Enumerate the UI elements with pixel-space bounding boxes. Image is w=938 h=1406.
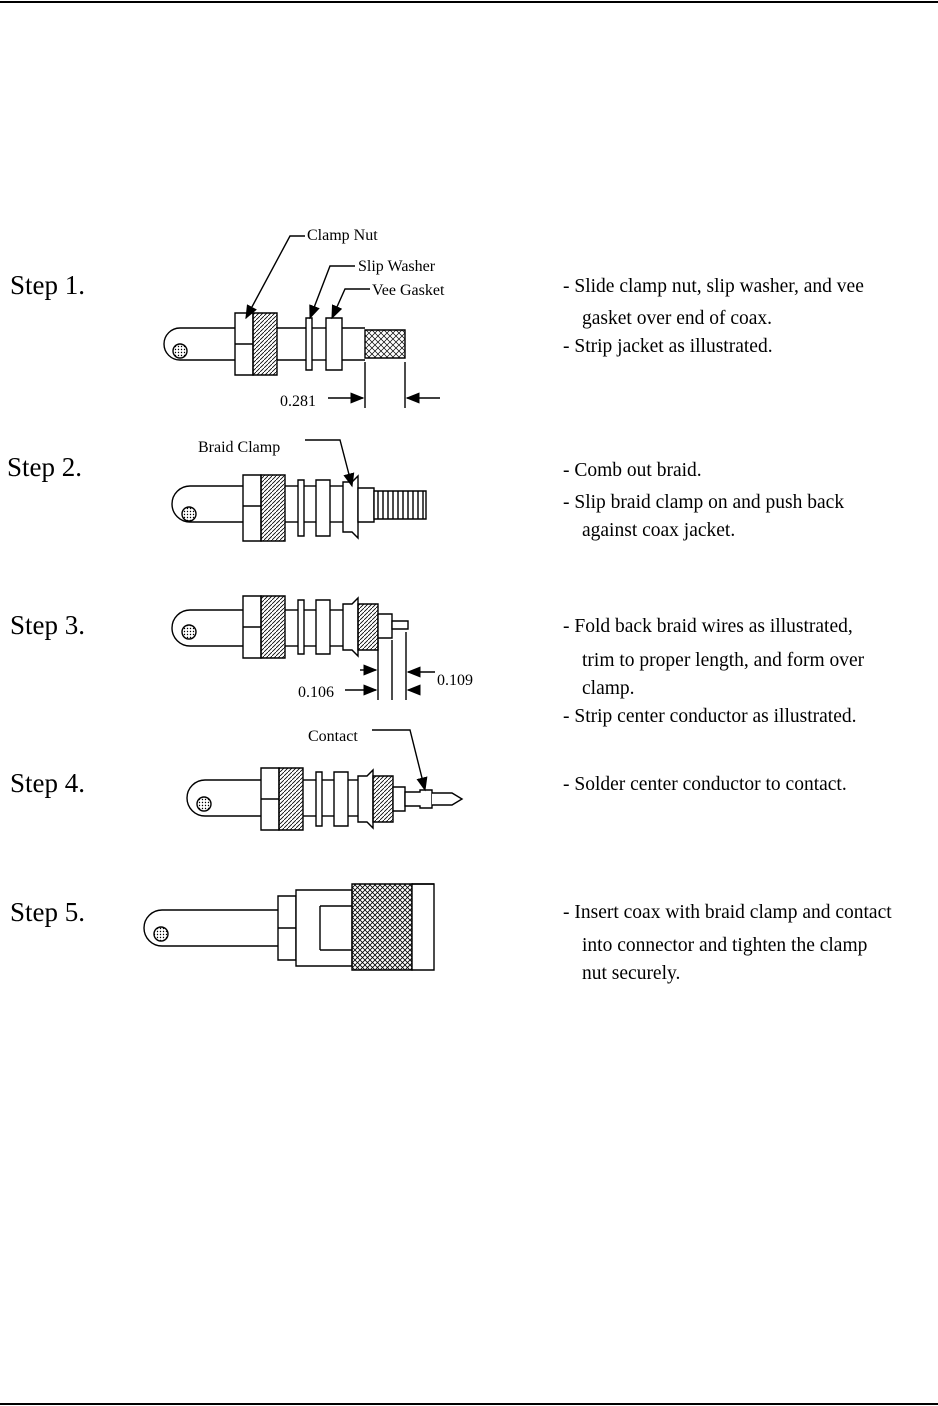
step-3-line-2: trim to proper length, and form over: [582, 650, 865, 671]
step-2-line-3: against coax jacket.: [582, 520, 736, 541]
step-5-line-1: - Insert coax with braid clamp and conta…: [563, 902, 892, 923]
step-5-instructions: - Insert coax with braid clamp and conta…: [563, 900, 892, 987]
dimension-strip-length: 0.281: [280, 393, 316, 410]
callout-vee-gasket: Vee Gasket: [372, 282, 445, 299]
step-4-label: Step 4.: [10, 768, 86, 798]
step-2-line-2: - Slip braid clamp on and push back: [563, 492, 845, 513]
step-3-label: Step 3.: [10, 610, 86, 640]
step-3-instructions: - Fold back braid wires as illustrated, …: [563, 614, 864, 730]
dimension-braid-length: 0.106: [298, 684, 334, 701]
callout-braid-clamp: Braid Clamp: [198, 439, 281, 456]
bottom-rule: [0, 1403, 938, 1405]
callout-clamp-nut: Clamp Nut: [307, 227, 378, 244]
callout-contact: Contact: [308, 728, 358, 745]
step-5-line-2: into connector and tighten the clamp: [582, 935, 868, 956]
step-5-label: Step 5.: [10, 897, 86, 927]
step-2-instructions: - Comb out braid. - Slip braid clamp on …: [563, 458, 844, 544]
step-3-line-3: clamp.: [582, 678, 635, 699]
step-1-line-3: - Strip jacket as illustrated.: [563, 336, 773, 357]
step-3-line-1: - Fold back braid wires as illustrated,: [563, 616, 853, 637]
callout-slip-washer: Slip Washer: [358, 258, 436, 275]
step-4-line-1: - Solder center conductor to contact.: [563, 774, 847, 795]
step-1-line-1: - Slide clamp nut, slip washer, and vee: [563, 276, 864, 297]
step-4-instructions: - Solder center conductor to contact.: [563, 772, 847, 798]
step-1-instructions: - Slide clamp nut, slip washer, and vee …: [563, 274, 864, 360]
dimension-conductor-length: 0.109: [437, 672, 473, 689]
step-2-label: Step 2.: [7, 452, 83, 482]
step-5-line-3: nut securely.: [582, 963, 681, 984]
step-3-line-4: - Strip center conductor as illustrated.: [563, 706, 857, 727]
top-rule: [0, 1, 938, 3]
step-1-label: Step 1.: [10, 270, 86, 300]
step-1-line-2: gasket over end of coax.: [582, 308, 773, 329]
step-2-line-1: - Comb out braid.: [563, 460, 702, 481]
